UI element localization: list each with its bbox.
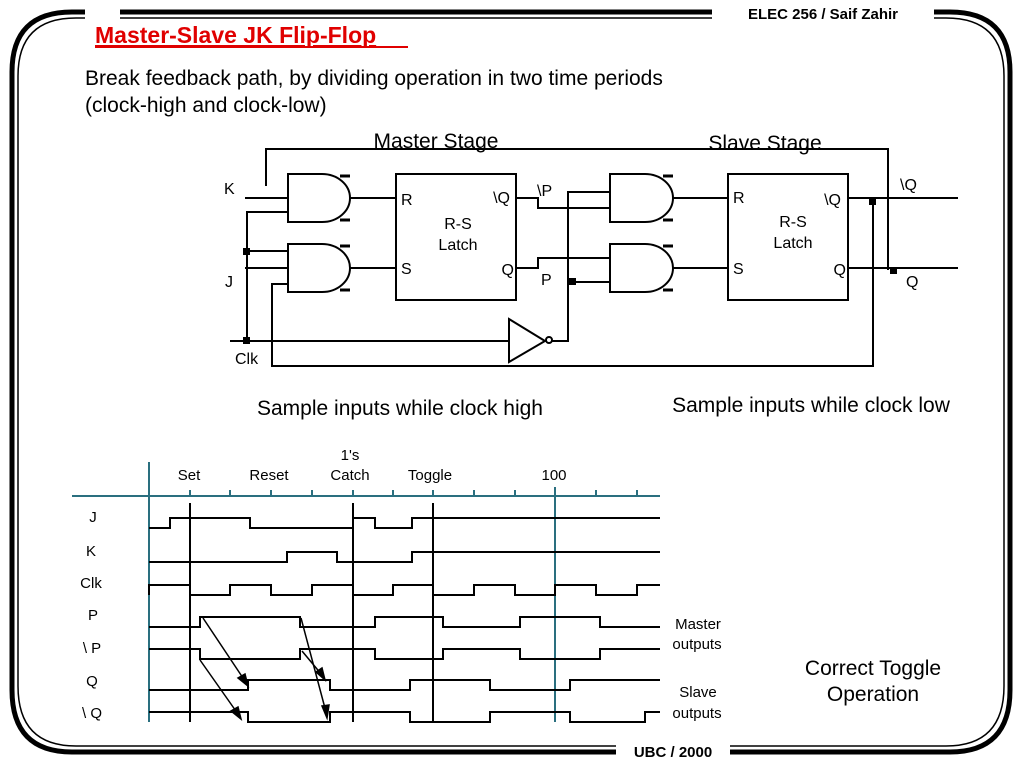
input-j-label: J [225,274,233,291]
column-catch-2: Catch [330,467,369,484]
master-outputs-label-1: Master [675,616,721,633]
input-k-label: K [224,181,235,198]
timing-column-labels: Set Reset 1's Catch Toggle 100 [178,447,567,484]
conclusion-line-1: Correct Toggle [805,657,941,680]
waveform-clk [148,584,660,596]
master-latch-q-label: Q [502,262,514,279]
timing-causality-arrows [199,617,330,721]
waveform-nq [149,711,660,723]
slave-and-gate-top [609,173,674,223]
timing-waveforms [148,517,660,723]
slave-latch-r-label: R [733,190,745,207]
column-set: Set [178,467,201,484]
signal-label-nq: \ Q [82,705,102,722]
node-p-label: P [541,272,552,289]
slave-outputs-label-2: outputs [672,705,721,722]
column-toggle: Toggle [408,467,452,484]
header-course: ELEC 256 / Saif Zahir [748,6,898,23]
waveform-p [149,616,660,628]
output-nq-label: \Q [900,177,917,194]
signal-label-q: Q [86,673,98,690]
master-latch-r-label: R [401,192,413,209]
signal-label-p: P [88,607,98,624]
output-q-label: Q [906,274,918,291]
master-rs-latch: R S \Q Q R-S Latch [395,173,517,301]
input-clk-label: Clk [235,351,259,368]
slave-latch-s-label: S [733,261,744,278]
footer-text: UBC / 2000 [634,744,712,761]
timing-output-annotations: Master outputs Slave outputs [672,616,721,722]
master-and-gate-j [287,243,351,293]
waveform-np [149,648,660,660]
junction-dots [243,198,897,344]
slave-stage-label: Slave Stage [708,132,821,155]
master-latch-s-label: S [401,261,412,278]
master-outputs-label-2: outputs [672,636,721,653]
slave-latch-q-label: Q [834,262,846,279]
intro-line-2: (clock-high and clock-low) [85,94,327,117]
slave-rs-latch: R S \Q Q R-S Latch [727,173,849,301]
column-catch-1: 1's [341,447,360,464]
intro-line-1: Break feedback path, by dividing operati… [85,67,663,90]
node-np-label: \P [537,183,552,200]
slave-latch-name-1: R-S [779,214,807,231]
slave-caption: Sample inputs while clock low [672,394,951,417]
waveform-j [149,517,660,529]
clock-inverter [508,317,553,364]
timing-markers [189,503,434,722]
master-stage-label: Master Stage [374,130,499,153]
master-caption: Sample inputs while clock high [257,397,543,420]
timing-signal-labels: J K Clk P \ P Q \ Q [80,509,102,722]
signal-label-k: K [86,543,96,560]
master-latch-name-2: Latch [438,237,477,254]
slave-and-gate-bottom [609,243,674,293]
circuit-wires [230,148,958,367]
timing-grid [72,462,660,722]
column-100: 100 [541,467,566,484]
slide-title: Master-Slave JK Flip-Flop [95,22,376,48]
slave-latch-name-2: Latch [773,235,812,252]
timing-diagram: Set Reset 1's Catch Toggle 100 J K Clk P… [72,447,722,723]
circuit-diagram: Master Stage Slave Stage [224,130,958,368]
conclusion-line-2: Operation [827,683,919,706]
master-and-gate-k [287,173,351,223]
column-reset: Reset [249,467,289,484]
signal-label-j: J [89,509,97,526]
slide-frame [9,9,1013,755]
master-latch-nq-label: \Q [493,190,510,207]
waveform-q [149,679,660,691]
slave-latch-nq-label: \Q [824,192,841,209]
slave-outputs-label-1: Slave [679,684,717,701]
signal-label-clk: Clk [80,575,102,592]
waveform-k [149,551,660,563]
master-latch-name-1: R-S [444,216,472,233]
signal-label-np: \ P [83,640,101,657]
